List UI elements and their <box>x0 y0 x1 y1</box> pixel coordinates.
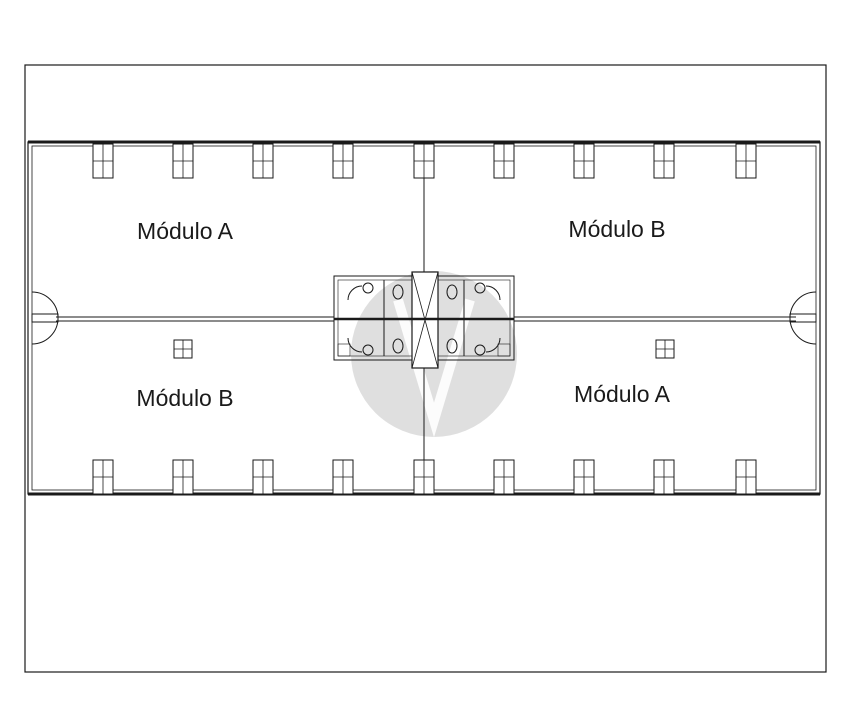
facade-column <box>413 459 435 495</box>
facade-column <box>653 143 675 179</box>
facade-column <box>172 459 194 495</box>
facade-column <box>252 459 274 495</box>
facade-column <box>573 143 595 179</box>
facade-column <box>493 143 515 179</box>
facade-column <box>172 143 194 179</box>
facade-column <box>573 459 595 495</box>
drawing-frame <box>24 64 827 673</box>
facade-column <box>493 459 515 495</box>
module-label: Módulo A <box>574 381 671 407</box>
facade-column <box>735 143 757 179</box>
module-label: Módulo B <box>136 385 233 411</box>
facade-column <box>92 459 114 495</box>
interior-column <box>173 339 193 359</box>
facade-column <box>413 143 435 179</box>
facade-column <box>735 459 757 495</box>
central-core <box>333 271 515 369</box>
module-label: Módulo A <box>137 218 234 244</box>
module-dividers <box>56 146 796 490</box>
facade-column <box>653 459 675 495</box>
facade-column <box>252 143 274 179</box>
facade-column <box>332 459 354 495</box>
columns <box>92 143 757 495</box>
facade-column <box>92 143 114 179</box>
facade-column <box>332 143 354 179</box>
module-label: Módulo B <box>568 216 665 242</box>
interior-column <box>655 339 675 359</box>
entrance-doors <box>31 291 817 345</box>
